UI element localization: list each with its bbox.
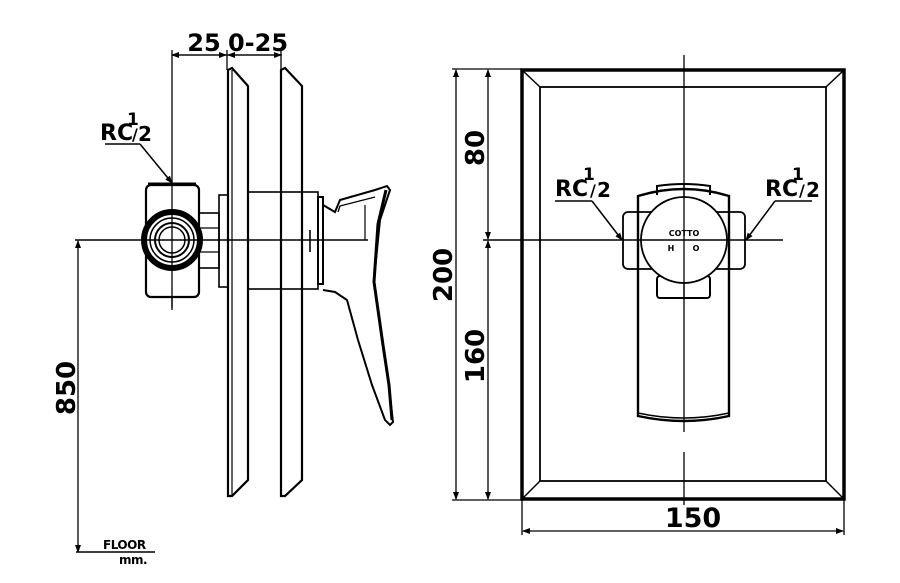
rc-label-right: RC [765, 177, 798, 202]
front-view: COTTO H O RC 1 / 2 RC 1 / 2 [429, 55, 846, 535]
front-plate-outer [520, 68, 846, 501]
rc-fraction-den-left: 2 [597, 178, 611, 202]
rc-fraction-num-side: 1 [127, 110, 139, 130]
dim-150-label: 150 [665, 503, 721, 534]
dim-80-label: 80 [461, 130, 491, 166]
dim-200-label: 200 [429, 248, 459, 302]
dim-850-label: 850 [52, 361, 82, 415]
wall-plate-back [279, 66, 304, 498]
rc-label-side: RC [100, 121, 133, 146]
lever-handle [322, 184, 395, 427]
side-connection-callout: RC 1 / 2 [100, 110, 173, 184]
rc-label-left: RC [555, 177, 588, 202]
height-from-floor-dimension: 850 FLOOR mm. [52, 240, 155, 567]
rc-fraction-den-right: 2 [806, 178, 820, 202]
front-plate-inner [539, 86, 827, 482]
units-label: mm. [119, 553, 147, 567]
rc-fraction-num-right: 1 [792, 165, 804, 185]
valve-inlet-body [141, 182, 229, 308]
dim-160-label: 160 [461, 329, 491, 383]
front-connection-callout-right: RC 1 / 2 [745, 165, 820, 241]
hot-indicator: H [668, 244, 675, 253]
floor-label: FLOOR [103, 538, 146, 552]
front-height-dimensions: 200 80 160 [429, 68, 522, 501]
dim-25-label: 25 [187, 29, 220, 57]
front-connection-callout-left: RC 1 / 2 [555, 165, 623, 241]
rc-fraction-slash-side: / [132, 125, 138, 144]
top-dimension: 25 0-25 [171, 29, 288, 310]
rc-fraction-slash-right: / [799, 181, 805, 200]
wall-plate-front [226, 66, 250, 498]
dim-0-25-label: 0-25 [228, 29, 288, 57]
rc-fraction-slash-left: / [590, 181, 596, 200]
side-view: 25 0-25 RC 1 [52, 29, 395, 567]
rc-fraction-num-left: 1 [583, 165, 595, 185]
rc-fraction-den-side: 2 [138, 122, 152, 146]
front-width-dimension: 150 [521, 500, 845, 535]
cold-indicator: O [693, 244, 700, 253]
